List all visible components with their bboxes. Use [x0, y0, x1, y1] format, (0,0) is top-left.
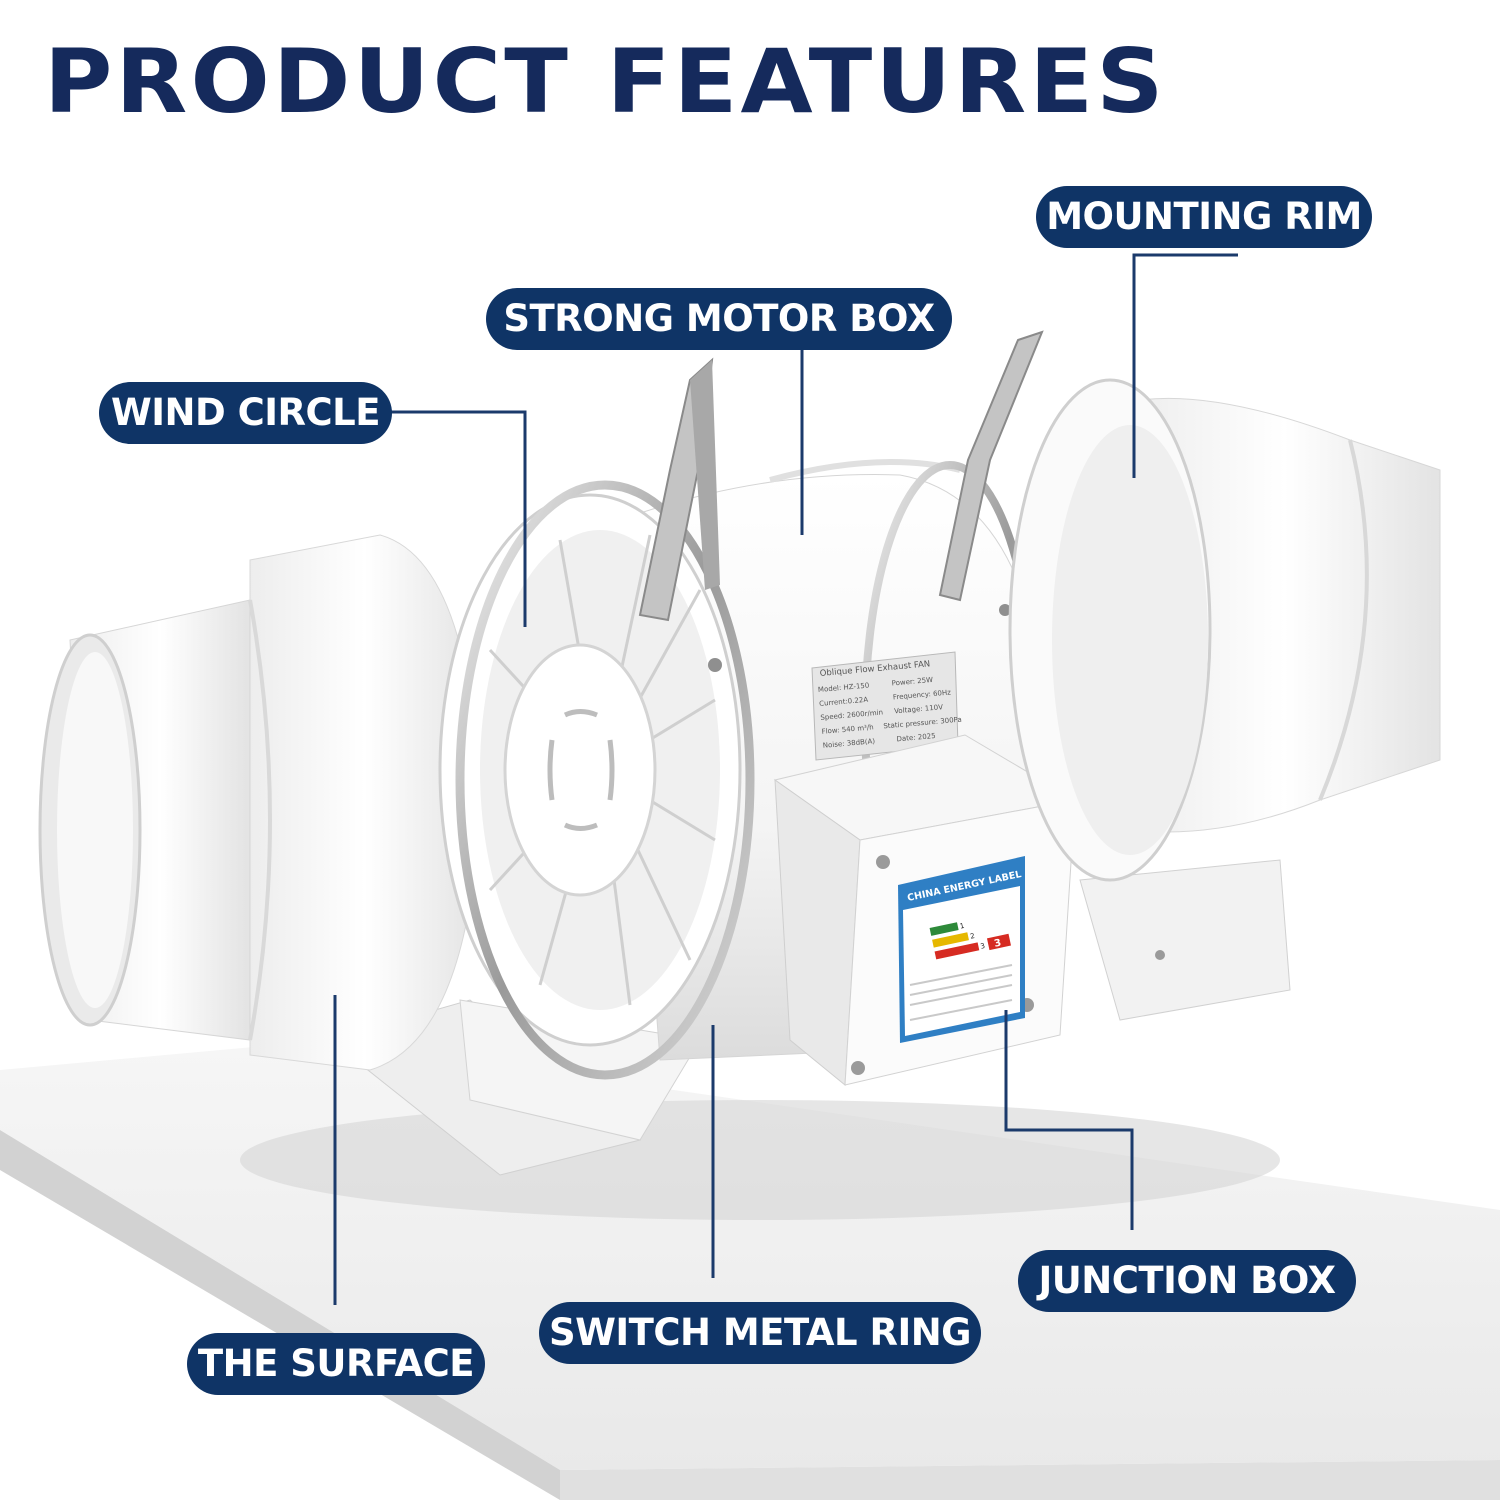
- label-strong-motor-box: STRONG MOTOR BOX: [486, 288, 952, 350]
- wind-circle-intake: [438, 493, 742, 1047]
- page-title: PRODUCT FEATURES: [44, 30, 1167, 133]
- nameplate-sticker: Oblique Flow Exhaust FAN Model: HZ-150 C…: [811, 651, 962, 761]
- leader-mounting-rim: [1132, 253, 1238, 478]
- ring-latches: [638, 330, 1044, 672]
- label-the-surface: THE SURFACE: [187, 1333, 485, 1395]
- energy-label: CHINA ENERGY LABEL producers 1 2 3 3: [898, 856, 1025, 1043]
- energy-grade-1: 1: [959, 922, 965, 931]
- label-wind-circle: WIND CIRCLE: [99, 382, 392, 444]
- label-switch-metal-ring: SWITCH METAL RING: [539, 1302, 981, 1364]
- nameplate-date: Date: 2025: [896, 732, 936, 743]
- energy-rating: 3: [993, 938, 1002, 950]
- label-mounting-rim: MOUNTING RIM: [1036, 186, 1372, 248]
- right-pipe-collar: [1008, 378, 1441, 882]
- nameplate-power: Power: 25W: [891, 676, 933, 688]
- callout-leaders: [333, 253, 1238, 1305]
- label-junction-box: JUNCTION BOX: [1018, 1250, 1356, 1312]
- energy-grade-2: 2: [969, 932, 975, 941]
- energy-grade-3: 3: [980, 942, 986, 951]
- left-pipe-collar: [38, 534, 481, 1071]
- leader-wind-circle: [390, 410, 527, 627]
- leader-junction-box: [1004, 1010, 1134, 1230]
- junction-box: CHINA ENERGY LABEL producers 1 2 3 3: [773, 734, 1077, 1087]
